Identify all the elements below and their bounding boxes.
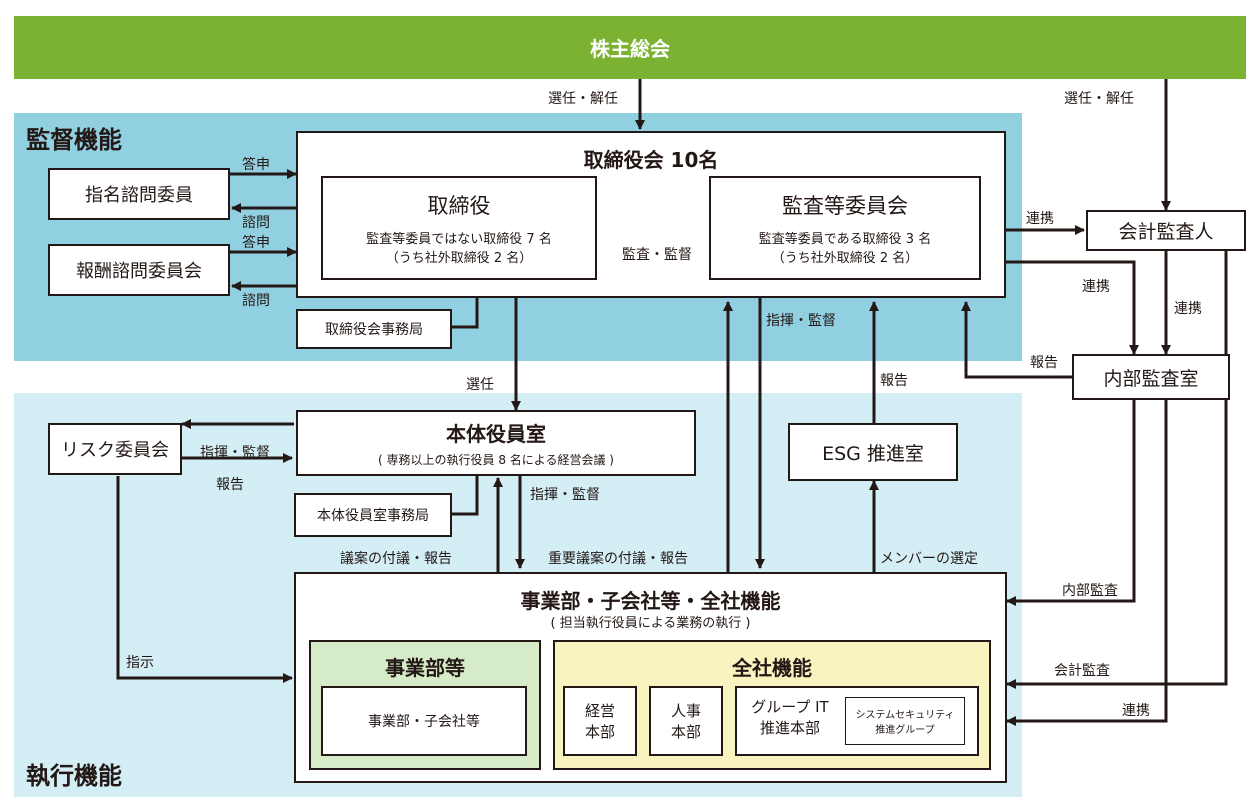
hr-hq: 人事 本部	[649, 686, 723, 756]
divisions-title: 事業部等	[385, 656, 465, 680]
label-elect: 選任	[466, 377, 494, 393]
remuneration-committee: 報酬諮問委員会	[48, 244, 230, 296]
risk-committee: リスク委員会	[48, 423, 182, 475]
label-answer-1: 答申	[242, 157, 270, 173]
directors-line2: （うち社外取締役 2 名）	[385, 251, 533, 266]
hr-hq-line1: 人事	[670, 702, 701, 720]
corporate-title: 全社機能	[732, 656, 812, 680]
label-accounting-audit: 会計監査	[1054, 663, 1110, 679]
label-coop-right: 連携	[1026, 211, 1054, 227]
executive-board-title: 本体役員室	[446, 422, 546, 446]
executive-board-sub: ( 専務以上の執行役員 8 名による経営会議 )	[378, 453, 614, 467]
label-important-agenda-report: 重要議案の付議・報告	[548, 551, 688, 567]
system-security-line2: 推進グループ	[875, 725, 935, 736]
directors-line1: 監査等委員ではない取締役 7 名	[366, 232, 552, 247]
audit-committee-line1: 監査等委員である取締役 3 名	[758, 232, 932, 247]
management-hq: 経営 本部	[563, 686, 637, 756]
divisions-item: 事業部・子会社等	[321, 686, 527, 756]
label-consult-2: 諮問	[242, 293, 270, 309]
executive-board: 本体役員室 ( 専務以上の執行役員 8 名による経営会議 )	[296, 410, 696, 476]
label-coop-diag: 連携	[1082, 279, 1110, 295]
label-coop-vert: 連携	[1174, 301, 1202, 317]
label-direct-supervise-risk: 指揮・監督	[200, 445, 270, 461]
label-member-selection: メンバーの選定	[880, 551, 978, 567]
business-title: 事業部・子会社等・全社機能	[520, 589, 781, 613]
board-office: 取締役会事務局	[296, 309, 452, 349]
executive-office: 本体役員室事務局	[294, 493, 452, 537]
group-it-hq-line1: グループ IT	[751, 698, 829, 716]
label-agenda-report: 議案の付議・報告	[340, 551, 452, 567]
hr-hq-line2: 本部	[670, 723, 701, 741]
label-internal-audit: 内部監査	[1062, 583, 1118, 599]
label-audit-supervise: 監査・監督	[622, 247, 692, 263]
directors-box: 取締役 監査等委員ではない取締役 7 名 （うち社外取締役 2 名）	[321, 176, 597, 280]
group-it-hq-text: グループ IT 推進本部	[738, 696, 842, 738]
label-direct-supervise-board: 指揮・監督	[766, 313, 836, 329]
execution-zone-label: 執行機能	[26, 762, 122, 790]
system-security-group: システムセキュリティ 推進グループ	[845, 697, 965, 745]
internal-audit-office: 内部監査室	[1072, 354, 1230, 400]
group-it-hq-line2: 推進本部	[759, 719, 820, 737]
shareholders-bar	[14, 16, 1246, 79]
audit-committee-box: 監査等委員会 監査等委員である取締役 3 名 （うち社外取締役 2 名）	[709, 176, 981, 280]
label-elect-dismiss-top: 選任・解任	[548, 91, 618, 107]
label-consult-1: 諮問	[242, 215, 270, 231]
business-sub: ( 担当執行役員による業務の執行 )	[550, 616, 751, 631]
label-report-esg: 報告	[880, 373, 908, 389]
management-hq-line1: 経営	[584, 702, 615, 720]
audit-committee-title: 監査等委員会	[782, 194, 908, 218]
label-instruct: 指示	[126, 655, 154, 671]
label-report-internal-audit: 報告	[1030, 355, 1058, 371]
shareholders-label: 株主総会	[590, 37, 670, 61]
esg-office: ESG 推進室	[788, 423, 958, 481]
board-title: 取締役会 10名	[583, 148, 719, 172]
management-hq-line2: 本部	[584, 723, 615, 741]
audit-committee-line2: （うち社外取締役 2 名）	[771, 251, 919, 266]
label-elect-dismiss-right: 選任・解任	[1064, 91, 1134, 107]
label-coop-bottom: 連携	[1122, 703, 1150, 719]
label-answer-2: 答申	[242, 235, 270, 251]
system-security-line1: システムセキュリティ	[855, 710, 955, 721]
nomination-committee: 指名諮問委員	[48, 168, 230, 220]
label-report-risk: 報告	[216, 477, 244, 493]
accounting-auditor: 会計監査人	[1086, 210, 1246, 251]
supervision-zone-label: 監督機能	[26, 126, 122, 154]
directors-title: 取締役	[427, 194, 491, 218]
label-direct-supervise-exec: 指揮・監督	[530, 487, 600, 503]
